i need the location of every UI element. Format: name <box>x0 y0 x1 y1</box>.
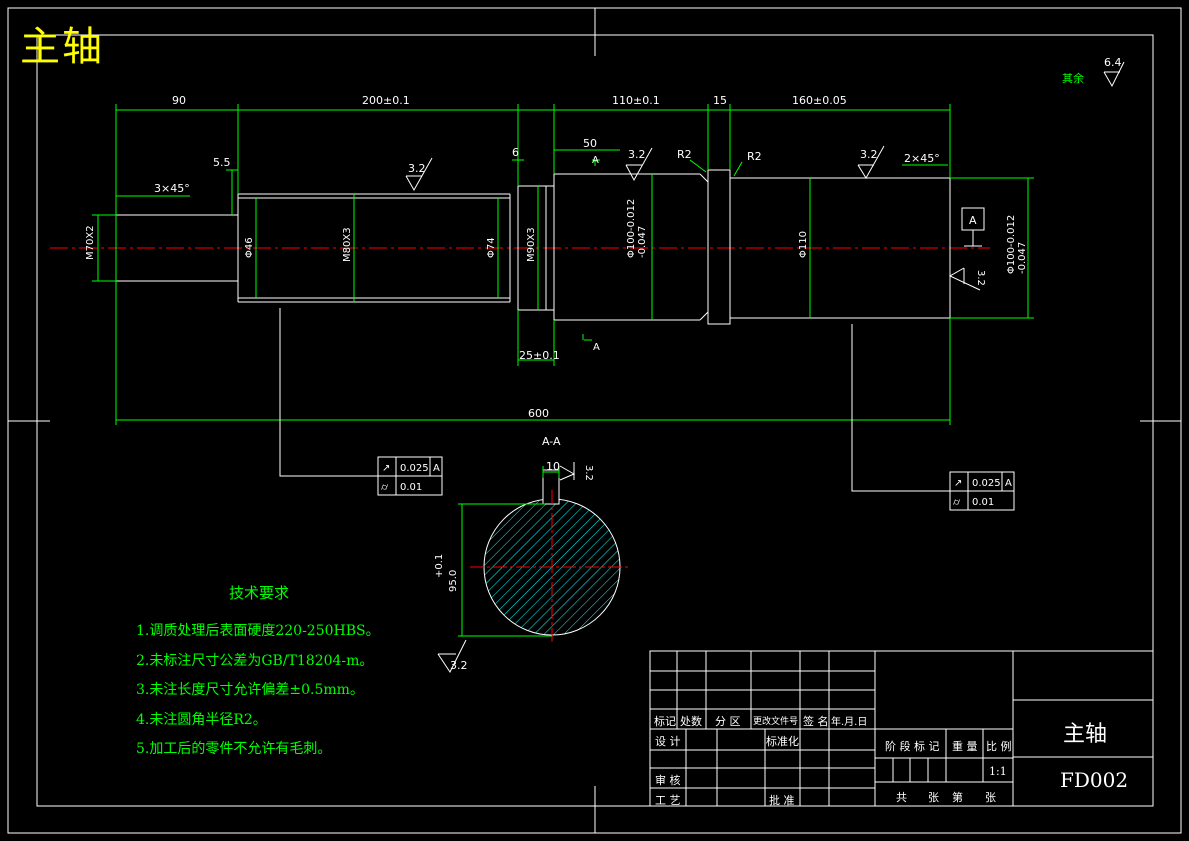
tb-sheet-end: 张 <box>985 791 996 804</box>
tb-sheets: 张 <box>928 791 939 804</box>
dim-90: 90 <box>172 94 186 107</box>
tol-left-sym1: ↗ <box>382 463 390 474</box>
tb-weight: 重 量 <box>952 740 978 753</box>
dim-m80: M80X3 <box>342 227 353 262</box>
dim-5-5: 5.5 <box>213 156 231 169</box>
tb-sign: 签 名 <box>803 715 829 728</box>
tb-date: 年.月.日 <box>831 717 868 728</box>
dim-160: 160±0.05 <box>792 94 847 107</box>
dim-r2-left: R2 <box>677 148 692 161</box>
datum-letter: A <box>969 214 977 227</box>
tb-sheet-no: 第 <box>952 791 963 804</box>
dim-r2-right: R2 <box>747 150 762 163</box>
section-a-a <box>458 466 630 645</box>
dim-phi100-left: Φ100-0.012 -0.047 <box>626 198 648 258</box>
tb-count: 处数 <box>680 715 702 728</box>
tb-scale: 比 例 <box>986 740 1012 753</box>
tb-part-name: 主轴 <box>1063 722 1108 747</box>
tech-requirements-heading: 技术要求 <box>229 584 290 602</box>
tb-process: 工 艺 <box>655 794 681 807</box>
tb-scale-value: 1:1 <box>989 765 1007 778</box>
tol-left-v2: 0.01 <box>400 482 422 493</box>
section-depth-tol: +0.1 <box>434 554 445 578</box>
dim-chamfer-left: 3×45° <box>154 182 190 195</box>
roughness-rest-value: 6.4 <box>1104 56 1122 69</box>
tb-design: 设 计 <box>655 735 681 748</box>
tb-review: 审 核 <box>655 774 681 787</box>
tolerance-leaders <box>279 308 1015 511</box>
tb-standard: 标准化 <box>766 735 799 748</box>
centering-marks <box>8 8 1181 833</box>
tb-stage: 阶 段 标 记 <box>885 740 940 753</box>
roughness-key: 3.2 <box>583 465 594 481</box>
tb-zone: 分 区 <box>715 715 741 728</box>
dimension-texts: 90 200±0.1 110±0.1 15 160±0.05 5.5 6 50 … <box>154 56 1122 672</box>
tb-approve: 批 准 <box>769 794 795 807</box>
vertical-dim-texts: M70X2 Φ46 M80X3 Φ74 M90X3 Φ110 3.2 3.2 +… <box>85 225 986 592</box>
dim-chamfer-right: 2×45° <box>904 152 940 165</box>
tb-drawing-no: FD002 <box>1060 768 1129 792</box>
tol-right-sym2: ⌭ <box>953 497 961 508</box>
tol-left-sym2: ⌭ <box>381 482 389 493</box>
roughness-2: 3.2 <box>628 148 646 161</box>
dim-6: 6 <box>512 146 519 159</box>
roughness-section: 3.2 <box>450 659 468 672</box>
dim-200: 200±0.1 <box>362 94 410 107</box>
roughness-3: 3.2 <box>860 148 878 161</box>
key-width: 10 <box>546 460 560 473</box>
dim-m70: M70X2 <box>85 225 96 260</box>
tolerance-texts: ↗ 0.025 A ⌭ 0.01 ↗ 0.025 A ⌭ 0.01 <box>381 463 1012 508</box>
tol-right-v2: 0.01 <box>972 497 994 508</box>
section-depth: 95.0 <box>448 570 459 592</box>
tb-mark: 标记 <box>654 715 676 728</box>
tol-right-v1: 0.025 <box>972 478 1001 489</box>
tol-left-v1: 0.025 <box>400 463 429 474</box>
section-mark-top: A <box>592 155 599 166</box>
tech-item: 4.未注圆角半径R2。 <box>136 711 267 728</box>
dim-600: 600 <box>528 407 549 420</box>
dimension-lines <box>92 104 1034 425</box>
dim-phi74: Φ74 <box>486 237 497 258</box>
tb-total: 共 <box>896 791 907 804</box>
dim-m90: M90X3 <box>526 227 537 262</box>
tol-right-ref: A <box>1005 478 1012 489</box>
tech-item: 2.未标注尺寸公差为GB/T18204-m。 <box>136 652 374 669</box>
dim-15: 15 <box>713 94 727 107</box>
tb-change-doc: 更改文件号 <box>753 717 799 727</box>
dim-phi46: Φ46 <box>244 237 255 258</box>
tech-item: 5.加工后的零件不允许有毛刺。 <box>136 741 332 757</box>
shaft-outline <box>115 169 951 325</box>
dim-phi110: Φ110 <box>798 231 809 258</box>
dim-50: 50 <box>583 137 597 150</box>
roughness-1: 3.2 <box>408 162 426 175</box>
dim-phi100-right: Φ100-0.012 -0.047 <box>1006 214 1028 274</box>
roughness-side: 3.2 <box>975 270 986 286</box>
section-mark-bottom: A <box>593 342 600 353</box>
tech-item: 3.未注长度尺寸允许偏差±0.5mm。 <box>136 682 364 698</box>
section-label: A-A <box>542 435 561 448</box>
page-title: 主轴 <box>20 24 104 70</box>
title-block-lines <box>649 650 1154 807</box>
tech-item: 1.调质处理后表面硬度220-250HBS。 <box>136 623 380 639</box>
tol-right-sym1: ↗ <box>954 478 962 489</box>
dim-25: 25±0.1 <box>519 349 560 362</box>
tech-requirements: 技术要求 1.调质处理后表面硬度220-250HBS。 2.未标注尺寸公差为GB… <box>136 582 380 765</box>
dim-110: 110±0.1 <box>612 94 660 107</box>
roughness-symbols <box>405 61 1125 673</box>
roughness-rest-label: 其余 <box>1062 71 1084 85</box>
tol-left-ref: A <box>433 463 440 474</box>
